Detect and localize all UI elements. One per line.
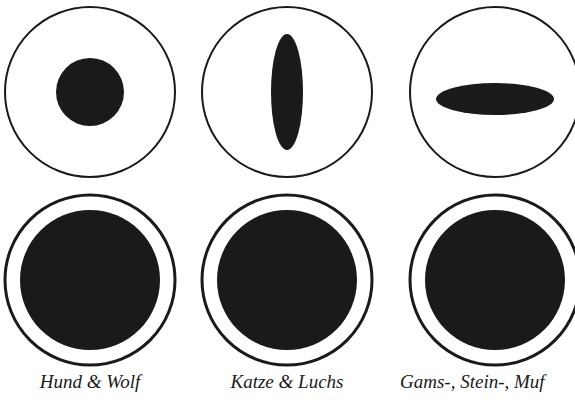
- horizontal-pupil: [436, 83, 554, 115]
- animal-label: Katze & Luchs: [231, 371, 344, 394]
- eye-outline: [5, 7, 175, 177]
- animal-label: Hund & Wolf: [40, 371, 141, 394]
- eye-outline: [410, 7, 575, 177]
- dilated-pupil: [217, 210, 357, 350]
- slit-pupil: [271, 34, 303, 150]
- eye-outline: [202, 7, 372, 177]
- dilated-pupil: [425, 210, 565, 350]
- eye-outline: [410, 195, 575, 365]
- dilated-pupil: [20, 210, 160, 350]
- animal-label: Gams-, Stein-, Muf: [400, 371, 545, 394]
- eye-outline: [202, 195, 372, 365]
- round-pupil: [56, 58, 124, 126]
- eye-outline: [5, 195, 175, 365]
